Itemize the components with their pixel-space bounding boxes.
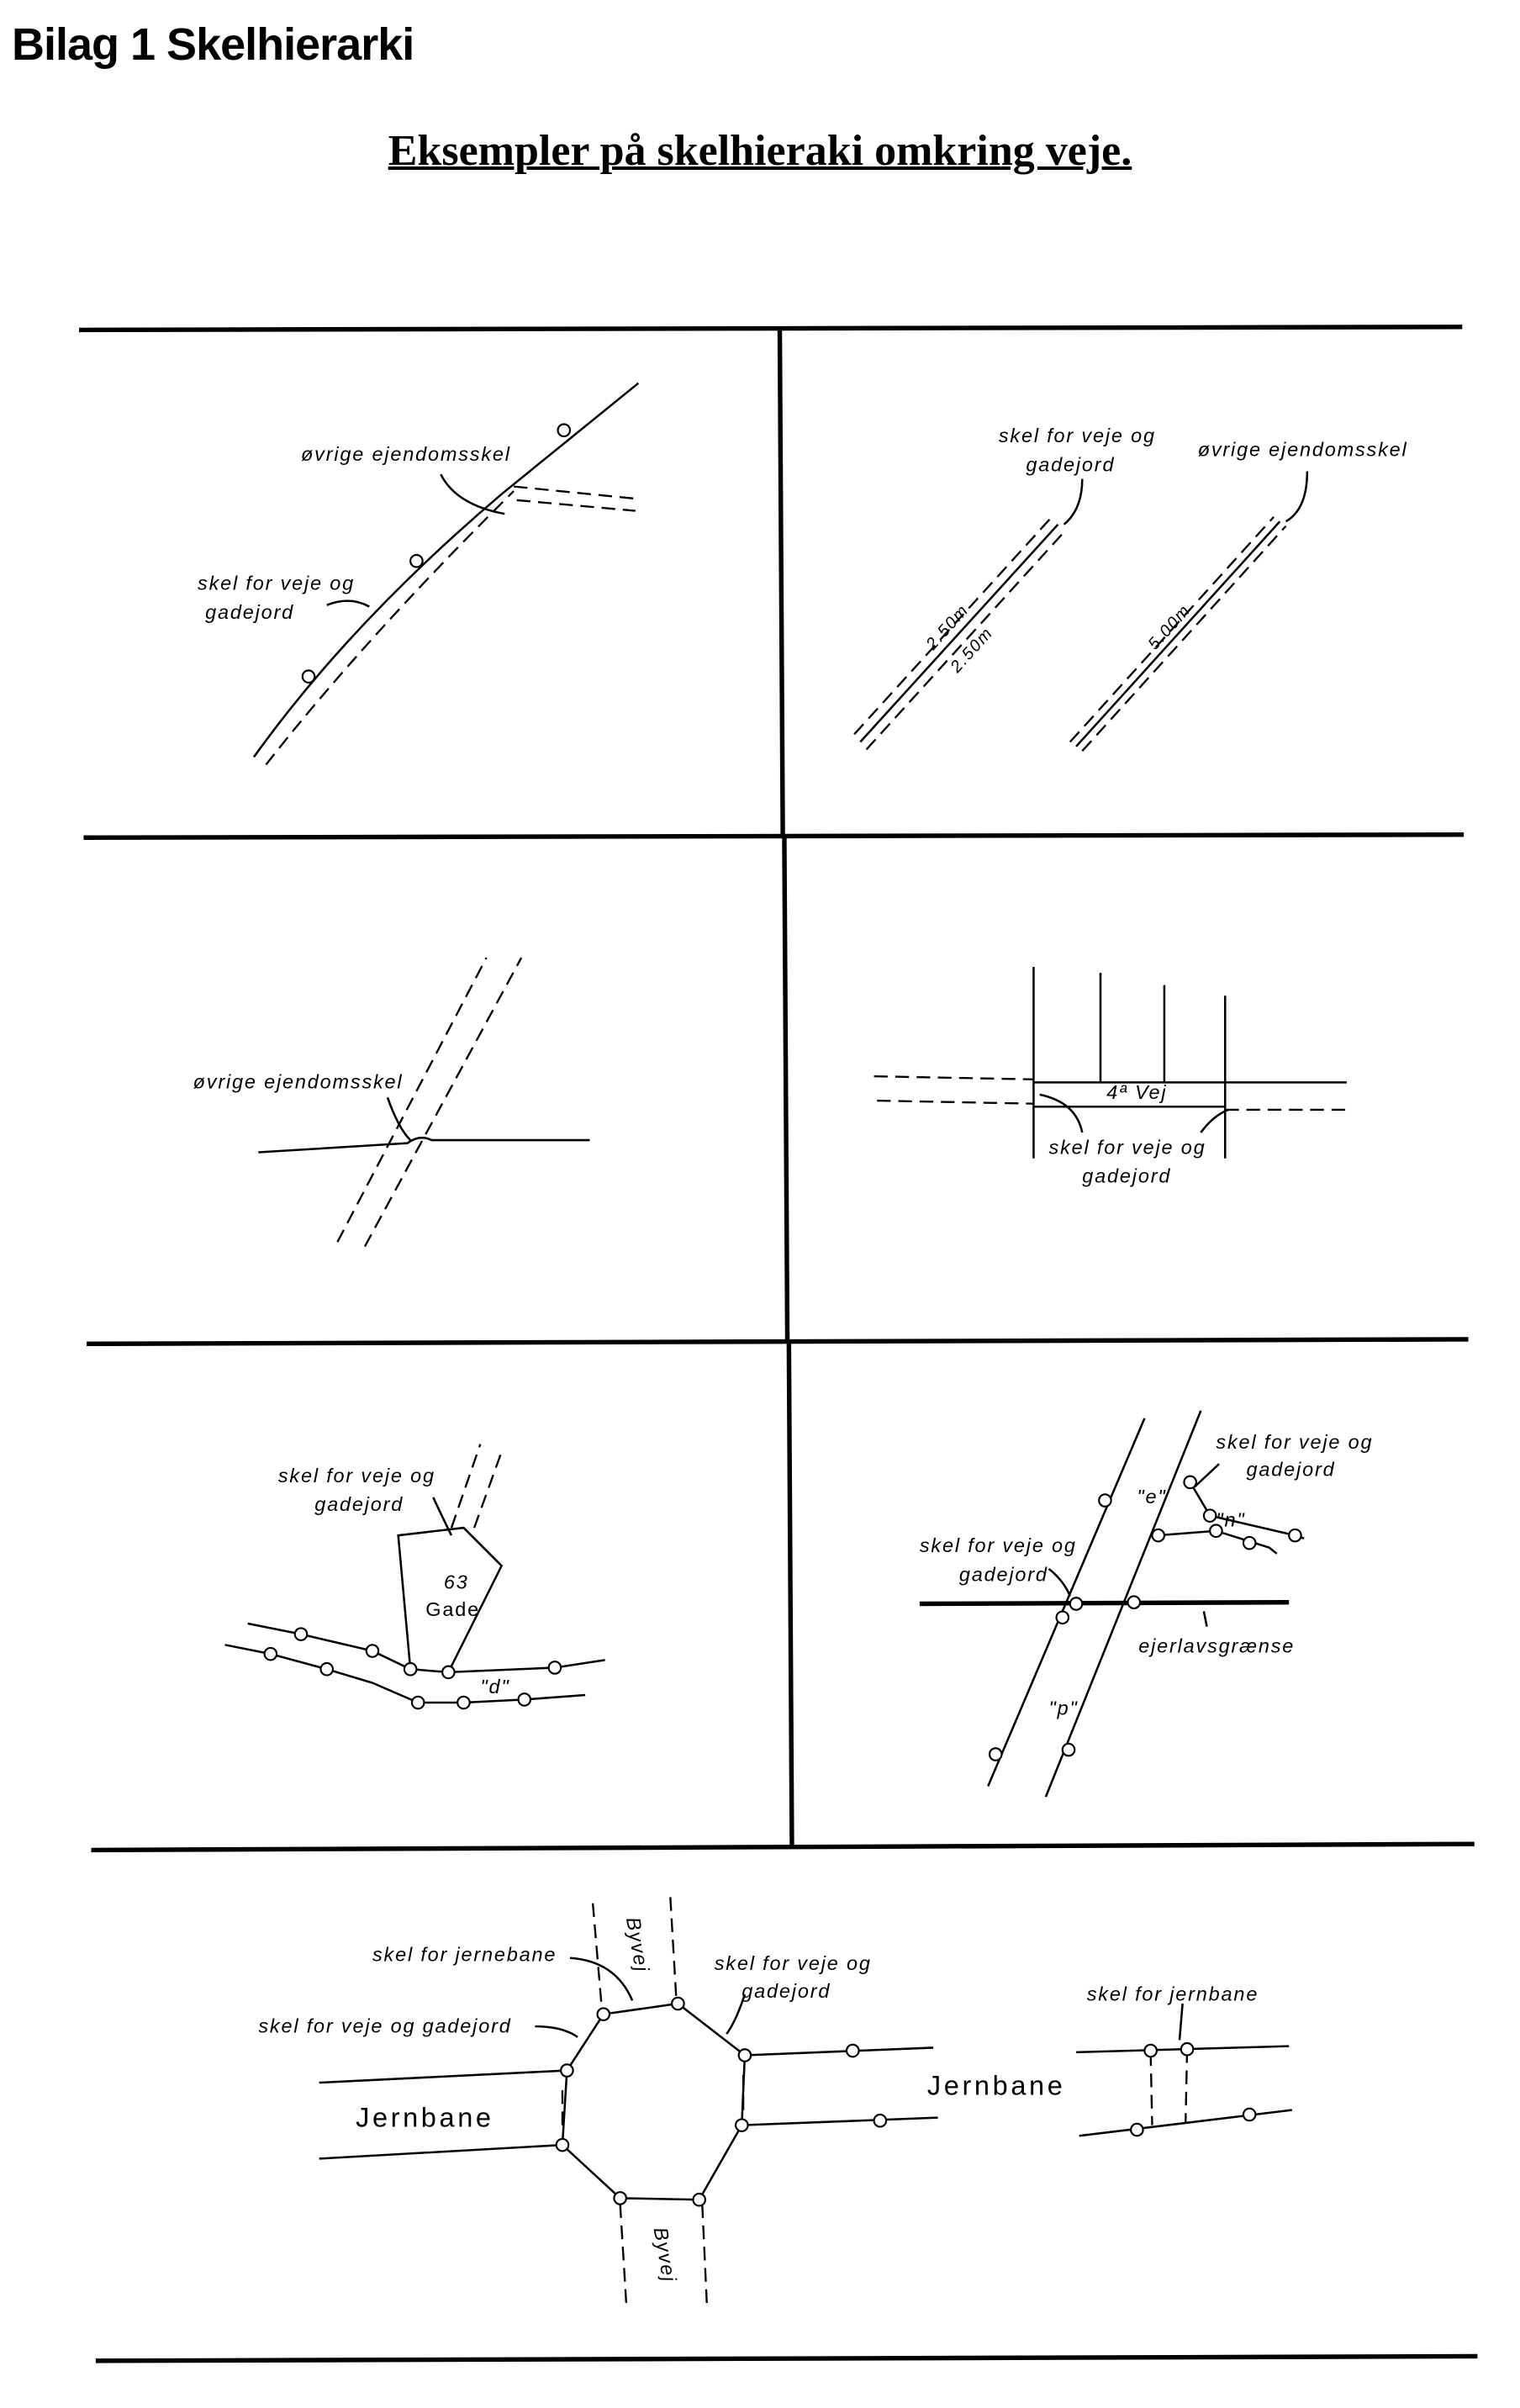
label-gadejord: gadejord [1026, 454, 1115, 476]
parcel-street: Gade [425, 1598, 480, 1620]
label-skel-veje: skel for veje og [920, 1534, 1077, 1556]
label-skel-veje: skel for veje og [198, 573, 355, 594]
parcel-letter: "e" [1137, 1486, 1166, 1508]
panel-4-diagram: 4ª Vej skel for veje og gadejord [873, 966, 1347, 1187]
label-skel-veje: skel for veje og [715, 1952, 872, 1974]
rail-name-jernbane: Jernbane [356, 2102, 494, 2132]
parcel-letter: "n" [1216, 1508, 1245, 1530]
panel-1-diagram: øvrige ejendomsskel skel for veje og gad… [198, 382, 640, 766]
road-name-byvej: Byvej [650, 2226, 681, 2284]
label-gadejord: gadejord [742, 1980, 831, 2002]
road-name: 4ª Vej [1106, 1081, 1167, 1103]
label-ovrige-ejendomsskel: øvrige ejendomsskel [301, 443, 511, 465]
label-skel-jernbane: skel for jernbane [1087, 1983, 1259, 2004]
label-ovrige-ejendomsskel: øvrige ejendomsskel [193, 1071, 404, 1093]
label-gadejord: gadejord [1082, 1165, 1171, 1187]
label-gadejord: gadejord [1247, 1459, 1336, 1481]
label-skel-veje: skel for veje og [999, 425, 1156, 446]
document-title: Bilag 1 Skelhierarki [12, 19, 414, 70]
label-skel-veje: skel for veje og [278, 1465, 435, 1487]
road-name-byvej: Byvej [622, 1915, 653, 1974]
panel-6-diagram: skel for veje og gadejord skel for veje … [919, 1410, 1373, 1798]
panel-3-diagram: øvrige ejendomsskel [193, 957, 590, 1248]
parcel-letter: "p" [1049, 1697, 1079, 1719]
parcel-letter: "d" [480, 1676, 509, 1698]
label-skel-jernebane: skel for jernebane [372, 1943, 557, 1965]
label-ovrige-ejendomsskel: øvrige ejendomsskel [1198, 438, 1408, 460]
panel-7-diagram: skel for jernebane skel for veje og gade… [258, 1897, 1292, 2304]
parcel-number: 63 [444, 1571, 469, 1592]
panel-5-diagram: skel for veje og gadejord 63 Gade "d" [224, 1444, 605, 1710]
panel-grid [79, 325, 1478, 2363]
label-skel-veje-gadejord: skel for veje og gadejord [258, 2015, 511, 2036]
dimension-label: 5.00m [1144, 601, 1194, 653]
label-gadejord: gadejord [314, 1493, 404, 1515]
label-gadejord: gadejord [959, 1563, 1048, 1585]
rail-name-jernbane: Jernbane [927, 2070, 1066, 2100]
label-gadejord: gadejord [205, 601, 294, 623]
label-skel-veje: skel for veje og [1216, 1431, 1373, 1453]
document-subtitle: Eksempler på skelhieraki omkring veje. [388, 127, 1132, 175]
label-ejerlavsgraense: ejerlavsgrænse [1138, 1634, 1295, 1656]
label-skel-veje: skel for veje og [1049, 1136, 1206, 1158]
panel-2-diagram: skel for veje og gadejord øvrige ejendom… [853, 425, 1408, 752]
